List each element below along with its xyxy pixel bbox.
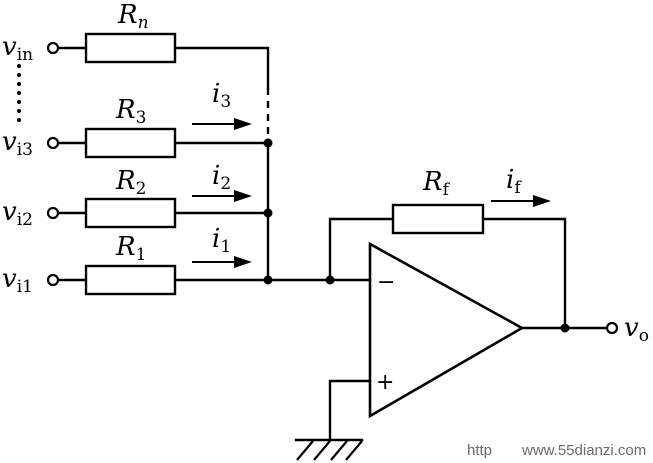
- junction-inverting: [325, 275, 335, 285]
- watermark-prefix: http: [467, 442, 492, 459]
- resistor-r1: [84, 264, 177, 296]
- wire-feedback-left: [328, 217, 395, 282]
- resistor-rn: [84, 32, 177, 64]
- resistor-r3: [84, 127, 177, 159]
- ground-symbol: [296, 440, 363, 461]
- label-vin: vin: [2, 32, 33, 65]
- label-i2: i2: [212, 161, 231, 194]
- input-ellipsis: [17, 64, 21, 122]
- opamp-plus-sign: +: [376, 370, 394, 395]
- resistor-r2: [84, 197, 177, 229]
- junction-r2: [263, 208, 273, 218]
- label-r1: R1: [115, 232, 146, 265]
- arrow-i3: [192, 118, 252, 130]
- terminal-vo: [605, 321, 619, 335]
- label-r3: R3: [115, 95, 146, 128]
- label-vo: vo: [624, 313, 649, 346]
- terminal-vin: [46, 41, 60, 55]
- label-vi3: vi3: [2, 127, 33, 160]
- junction-r1: [263, 275, 273, 285]
- junction-output: [560, 323, 570, 333]
- label-i1: i1: [212, 224, 231, 257]
- wire-vin-out: [173, 46, 270, 90]
- resistor-rf: [391, 203, 485, 235]
- label-rn: Rn: [117, 0, 149, 33]
- label-r2: R2: [115, 166, 146, 199]
- wires: [56, 46, 609, 442]
- arrow-if: [491, 195, 551, 207]
- junction-r3: [263, 138, 273, 148]
- watermark-site: www.55dianzi.com: [521, 442, 646, 459]
- terminal-vi1: [46, 273, 60, 287]
- junction-dots: [263, 138, 570, 333]
- wire-feedback-right: [481, 217, 567, 330]
- opamp-minus-sign: −: [377, 270, 395, 295]
- label-vi1: vi1: [2, 264, 33, 297]
- label-rf: Rf: [422, 167, 451, 200]
- terminal-vi2: [46, 206, 60, 220]
- arrow-i2: [192, 190, 252, 202]
- arrow-i1: [192, 256, 252, 268]
- label-i3: i3: [212, 79, 231, 112]
- opamp-triangle: [368, 241, 525, 419]
- wire-ground: [328, 379, 372, 442]
- label-if: if: [506, 165, 522, 198]
- terminal-vi3: [46, 136, 60, 150]
- label-vi2: vi2: [2, 197, 33, 230]
